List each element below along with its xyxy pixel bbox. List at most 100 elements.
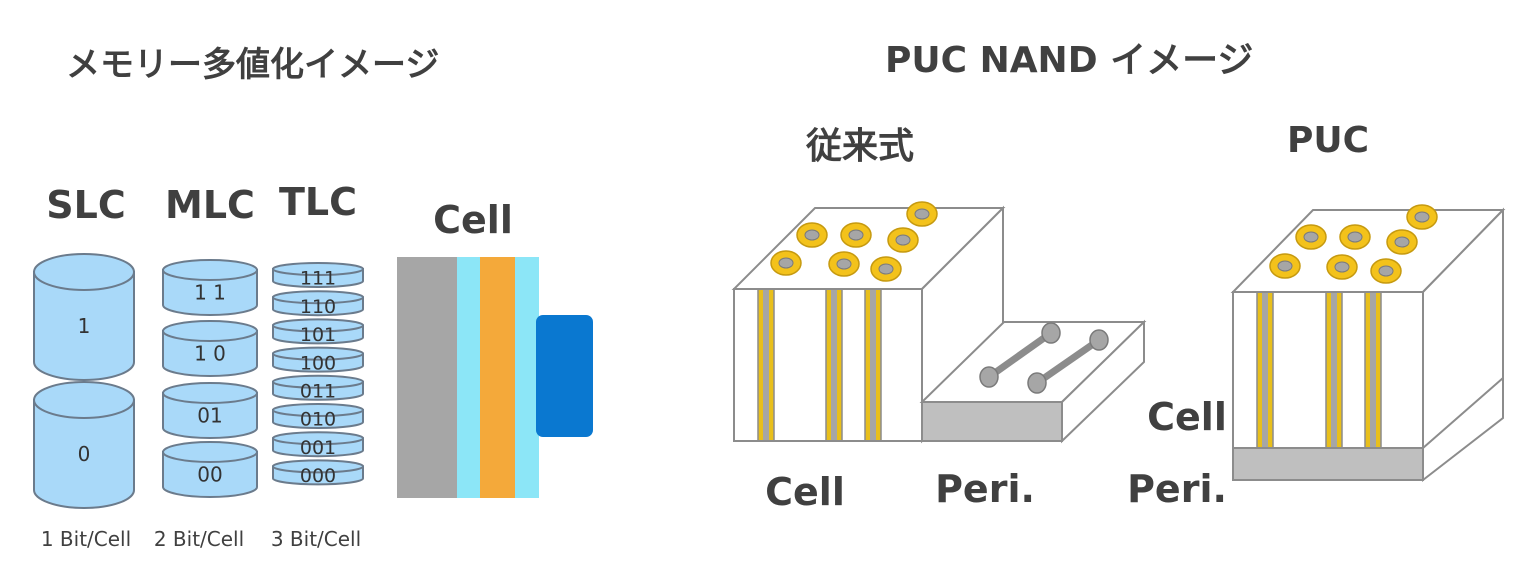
contact-core [1303,231,1319,243]
contact-plug [870,256,902,282]
cylinder-top [272,459,364,474]
contact-core [836,258,852,270]
cell-layer-cyan-right [515,257,539,498]
contact-core [1394,236,1410,248]
cylinder-body [162,451,258,498]
contact-plug [1370,258,1402,284]
channel-core [763,290,769,440]
level-value-label: 101 [300,324,336,346]
tlc-level-cylinder: 100 [272,346,364,374]
tlc-level-cylinder: 001 [272,431,364,459]
level-value-label: 01 [197,404,222,428]
contact-plug [1269,253,1301,279]
contact-core [804,229,820,241]
conventional-cell-label: Cell [765,470,845,514]
channel-core [870,290,876,440]
puc-block [1230,204,1506,483]
right-title: PUC NAND イメージ [885,40,1253,81]
slc-label: SLC [46,183,125,227]
cylinder-top [272,431,364,446]
channel-core [831,290,837,440]
cylinder-top [272,346,364,361]
cylinder-top [162,320,258,342]
cell-layer-orange [480,257,515,498]
cylinder-top [162,441,258,463]
level-value-label: 1 0 [194,342,226,366]
vertical-channel [757,290,775,440]
puc-label: PUC [1287,120,1369,161]
slc-level-cylinder: 0 [33,381,135,509]
vertical-channel [1325,293,1343,447]
level-value-label: 100 [300,352,336,374]
contact-core [778,257,794,269]
contact-plug [770,250,802,276]
conventional-peri-label: Peri. [935,467,1035,511]
puc-cell-label: Cell [1147,395,1227,439]
contact-core [914,208,930,220]
slc-caption: 1 Bit/Cell [41,527,131,551]
level-value-label: 00 [197,463,222,487]
mlc-label: MLC [165,183,255,227]
contact-plug [1339,224,1371,250]
cylinder-body [33,271,135,381]
cylinder-top [272,290,364,305]
contact-plug [1295,224,1327,250]
cylinder-top [162,259,258,281]
conventional-peri-block [919,319,1147,444]
cylinder-body [162,392,258,439]
tlc-level-cylinder: 010 [272,403,364,431]
mlc-level-cylinder: 1 0 [162,320,258,377]
tlc-caption: 3 Bit/Cell [271,527,361,551]
cylinder-top [33,381,135,419]
peri-contact [979,366,999,388]
tlc-level-cylinder: 011 [272,374,364,402]
peri-transistor-2 [1027,329,1109,394]
cylinder-body [33,399,135,509]
tlc-level-cylinder: 110 [272,290,364,318]
level-value-label: 011 [300,380,336,402]
contact-plug [1406,204,1438,230]
contact-plug [796,222,828,248]
cylinder-top [272,403,364,417]
contact-plug [840,222,872,248]
contact-core [1378,265,1394,277]
channel-core [1370,293,1376,447]
puc-peri-front-face [1232,447,1424,481]
vertical-channel [825,290,843,440]
contact-plug [828,251,860,277]
level-value-label: 0 [78,442,91,466]
level-value-label: 1 1 [194,281,226,305]
vertical-channel [1256,293,1274,447]
contact-core [878,263,894,275]
peri-contact [1027,372,1047,394]
contact-plug [1326,254,1358,280]
contact-core [1334,261,1350,273]
contact-core [848,229,864,241]
puc-side-divider [1422,377,1504,449]
level-value-label: 001 [300,437,336,459]
vertical-channel [864,290,882,440]
cell-gate-blue [536,315,593,437]
puc-peri-label: Peri. [1127,467,1227,511]
conventional-peri-front-face [921,401,1063,442]
level-value-label: 111 [300,268,336,290]
cylinder-top [33,253,135,291]
tlc-level-cylinder: 000 [272,459,364,487]
contact-core [895,234,911,246]
cylinder-top [272,374,364,389]
cylinder-top [162,382,258,404]
level-value-label: 010 [300,409,336,431]
mlc-level-cylinder: 1 1 [162,259,258,316]
contact-core [1414,211,1430,223]
cell-layer-stack [397,257,593,498]
conventional-label: 従来式 [805,126,914,167]
peri-contact [1041,322,1061,344]
cylinder-body [162,269,258,316]
tlc-level-cylinder: 111 [272,262,364,290]
slc-cylinder-stack: 10 [33,253,135,509]
tlc-label: TLC [279,180,357,224]
mlc-cylinder-stack: 1 1 1 0 01 00 [162,259,258,498]
mlc-caption: 2 Bit/Cell [154,527,244,551]
